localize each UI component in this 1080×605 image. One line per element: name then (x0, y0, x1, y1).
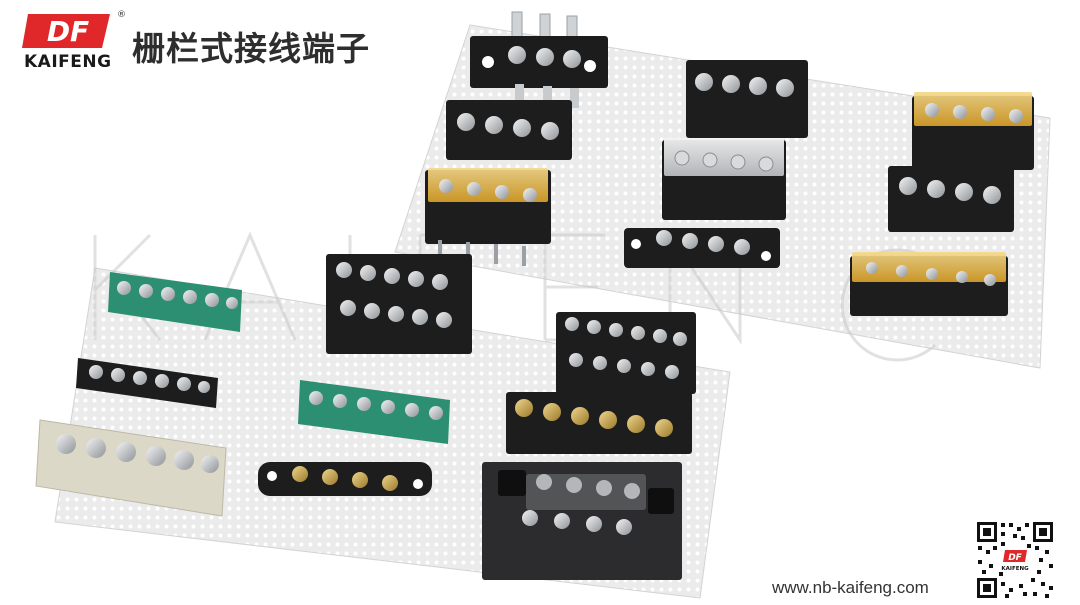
terminal-block-brass-6pos (506, 392, 692, 454)
logo-mark-text: DF (47, 15, 89, 48)
brand-logo: DF ® KAIFENG (22, 10, 126, 72)
website-url: www.nb-kaifeng.com (772, 578, 929, 597)
terminal-block-4pos-top-middle (686, 60, 808, 138)
qr-code-icon: DF KAIFENG (975, 520, 1055, 600)
terminal-block-4pos-right (888, 166, 1014, 232)
terminal-block-quick-connect (470, 11, 608, 108)
terminal-block-4pos-black (446, 100, 572, 160)
page-title: 栅栏式接线端子 (132, 29, 370, 68)
registered-mark: ® (117, 10, 126, 20)
terminal-block-amber-cover (425, 168, 551, 266)
header: DF ® KAIFENG 栅栏式接线端子 (22, 10, 370, 72)
terminal-block-double-row-black (326, 254, 472, 354)
terminal-block-brass-4pos (258, 462, 432, 496)
terminal-block-green-6pos-middle (298, 380, 450, 444)
qr-brand-text: KAIFENG (1001, 566, 1029, 572)
terminal-block-ivory-6pos (35, 419, 227, 517)
df-logo-icon: DF (22, 14, 110, 48)
qr-logo-text: DF (1008, 553, 1022, 563)
brand-name: KAIFENG (24, 52, 112, 72)
terminal-block-flanged-low (624, 228, 780, 268)
terminal-block-black-6pos-small (76, 358, 218, 408)
terminal-block-clear-cover (662, 138, 786, 220)
terminal-block-amber-cover-right-long (850, 252, 1008, 316)
terminal-block-amber-cover-right-top (912, 92, 1034, 170)
terminal-block-large-covered (482, 462, 682, 580)
terminal-block-double-row-right (556, 312, 696, 394)
terminal-block-green-6pos (108, 272, 242, 332)
